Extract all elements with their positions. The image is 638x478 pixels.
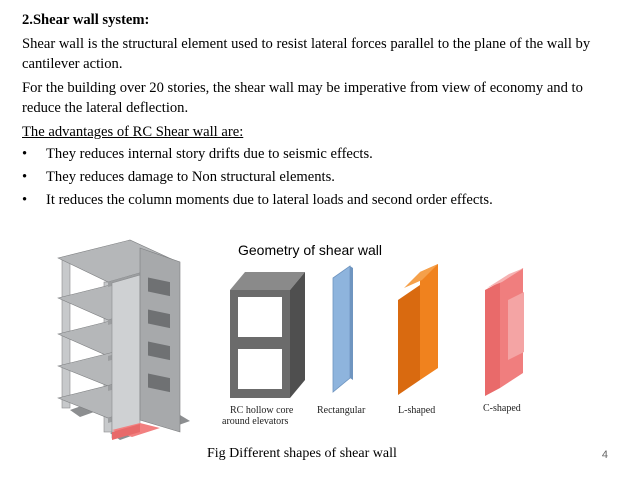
bullet-icon: •	[22, 169, 28, 185]
list-item: • They reduces damage to Non structural e…	[22, 167, 622, 187]
c-shaped-wall-shape	[485, 268, 524, 396]
bullet-icon: •	[22, 192, 28, 208]
hollow-core-shape	[230, 272, 305, 398]
slide-text: 2.Shear wall system: Shear wall is the s…	[22, 10, 622, 213]
list-item: • They reduces internal story drifts due …	[22, 144, 622, 164]
label-hollow-core-line2: around elevators	[222, 416, 288, 427]
label-c-shaped: C-shaped	[483, 403, 521, 414]
advantages-list: • They reduces internal story drifts due …	[22, 144, 622, 210]
list-item: • It reduces the column moments due to la…	[22, 190, 622, 210]
figure-caption: Fig Different shapes of shear wall	[207, 446, 397, 461]
label-hollow-core-line1: RC hollow core	[230, 405, 294, 416]
economy-paragraph: For the building over 20 stories, the sh…	[22, 80, 583, 116]
definition-paragraph: Shear wall is the structural element use…	[22, 36, 591, 72]
geometry-title: Geometry of shear wall	[238, 242, 382, 258]
l-shaped-wall-shape	[398, 264, 438, 395]
bullet-text: They reduces internal story drifts due t…	[46, 146, 373, 162]
rectangular-wall-shape	[332, 265, 353, 393]
slide-heading: 2.Shear wall system:	[22, 12, 150, 28]
page-number: 4	[601, 449, 608, 461]
bullet-text: It reduces the column moments due to lat…	[46, 192, 493, 208]
bullet-icon: •	[22, 146, 28, 162]
building-illustration	[57, 239, 190, 440]
bullet-text: They reduces damage to Non structural el…	[46, 169, 335, 185]
label-rectangular: Rectangular	[317, 405, 366, 416]
label-l-shaped: L-shaped	[398, 405, 435, 416]
advantages-title: The advantages of RC Shear wall are:	[22, 124, 244, 140]
